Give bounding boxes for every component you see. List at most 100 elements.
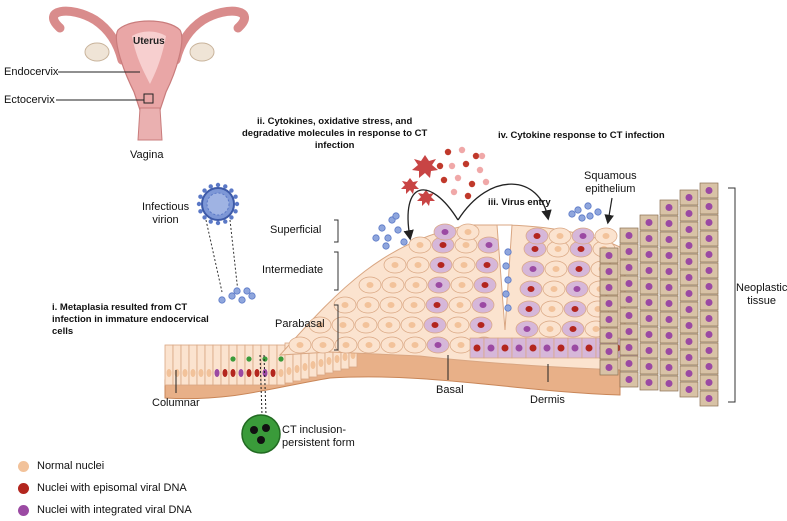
nucleus [456,302,464,308]
nucleus [416,242,424,248]
nucleus [238,369,244,377]
virus-particle [384,234,392,242]
nucleus [385,322,393,328]
nucleus [410,302,418,308]
nucleus [339,322,347,328]
virus-particle [233,287,241,295]
ct-inclusion [230,356,236,362]
nucleus [388,342,396,348]
spike [234,201,240,207]
cytokine-dot [476,166,484,174]
columnar-cell [196,344,206,386]
nucleus [435,282,443,288]
cytokine-dot [454,174,462,182]
nucleus [705,379,713,386]
nucleus [705,395,713,402]
columnar-cell [268,344,278,386]
virus-particle [568,210,576,218]
nucleus [605,268,613,275]
nucleus [342,342,350,348]
spike [215,220,221,226]
nucleus [645,267,653,274]
ectocervix-label: Ectocervix [4,94,55,106]
columnar-cell [244,344,254,386]
nucleus [515,344,523,352]
virus-particle [378,224,386,232]
nucleus [387,302,395,308]
nucleus [625,344,633,351]
nucleus [411,342,419,348]
nucleus [454,322,462,328]
virus-particle [228,292,236,300]
spike [223,184,228,189]
spike [229,215,234,220]
columnar-cell [220,344,230,386]
nucleus [556,233,564,239]
nucleus [625,232,633,239]
nucleus [585,344,593,352]
ct-inclusion [262,356,268,362]
nucleus [569,326,577,332]
nucleus [685,194,693,201]
ct-inclusion-icon [241,414,281,454]
legend-label: Nuclei with integrated viral DNA [37,504,192,516]
nucleus [705,267,713,274]
nucleus [665,220,673,227]
uterus-illustration [49,6,249,141]
columnar-cell [228,344,238,386]
virus-particle [504,276,512,284]
nucleus [705,235,713,242]
episomal-nuclei-swatch [18,482,29,494]
nucleus [546,326,554,332]
virus-particle [248,292,256,300]
virus-particle [372,234,380,242]
ct-inclusion [246,356,252,362]
nucleus [548,306,556,312]
nucleus [464,229,472,235]
spike [229,188,234,193]
nucleus [645,299,653,306]
nucleus [705,219,713,226]
nucleus [230,369,236,377]
nucleus [296,342,304,348]
nucleus [341,302,349,308]
virus-particle [502,262,510,270]
nucleus [685,290,693,297]
spike [215,182,221,188]
nucleus [222,369,228,377]
pointer-lines [175,354,549,416]
cytokine-dot [462,160,470,168]
nucleus [365,342,373,348]
nucleus [625,360,633,367]
nucleus [286,367,292,375]
virus-particle [218,296,226,304]
nucleus [625,376,633,383]
nucleus [408,322,416,328]
virus-particle [594,208,602,216]
dermis-label: Dermis [530,394,565,406]
nucleus [254,369,260,377]
nucleus [431,322,439,328]
nucleus [665,300,673,307]
oxidative-stress-icons [401,155,438,206]
normal-nuclei-swatch [18,460,29,472]
nucleus [705,331,713,338]
nucleus [665,252,673,259]
uterus-label: Uterus [133,36,165,47]
nucleus [685,338,693,345]
nucleus [550,286,558,292]
nucleus [605,364,613,371]
nucleus [166,369,172,377]
nucleus [705,203,713,210]
nucleus [592,326,600,332]
spike [233,194,238,199]
nucleus [485,242,493,248]
nucleus [625,280,633,287]
nucleus [457,342,465,348]
spike [233,209,238,214]
nucleus [705,315,713,322]
nucleus [685,210,693,217]
nucleus [262,369,268,377]
nucleus [190,369,196,377]
nucleus [439,242,447,248]
